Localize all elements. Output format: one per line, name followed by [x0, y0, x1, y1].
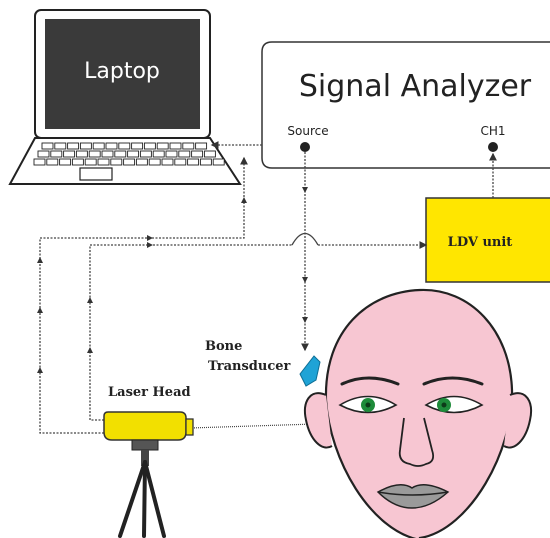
laser-head-lens	[185, 418, 194, 436]
keyboard-key	[54, 142, 67, 150]
laser-head-label: Laser Head	[108, 385, 191, 400]
keyboard-key	[127, 150, 140, 158]
wire-arrow	[147, 235, 153, 241]
keyboard-key	[67, 142, 80, 150]
keyboard-key	[50, 150, 63, 158]
keyboard-key	[143, 142, 156, 150]
right-pupil	[441, 402, 447, 408]
laptop-touchpad	[79, 167, 113, 181]
keyboard-key	[84, 158, 97, 166]
laptop-screen	[45, 19, 200, 129]
wire-laser-junction	[89, 244, 292, 421]
wire-arrow	[37, 307, 43, 313]
keyboard-key	[195, 142, 208, 150]
keyboard-key	[63, 150, 76, 158]
wire-arrow	[37, 257, 43, 263]
keyboard-key	[135, 158, 148, 166]
keyboard-key	[203, 150, 216, 158]
source-port	[300, 142, 310, 152]
wire-arrow	[241, 197, 247, 203]
left-eyebrow	[340, 376, 400, 386]
keyboard-key	[123, 158, 136, 166]
analyzer-title: Signal Analyzer	[299, 69, 532, 104]
ch1-port-label: CH1	[480, 124, 505, 138]
keyboard-key	[187, 158, 200, 166]
keyboard-key	[156, 142, 169, 150]
wire-laser-laptop	[39, 156, 248, 434]
wire-arrow	[147, 242, 153, 248]
keyboard-key	[212, 158, 225, 166]
left-ear	[304, 392, 333, 449]
nose	[398, 417, 435, 467]
keyboard-key	[88, 150, 101, 158]
keyboard-key	[169, 142, 182, 150]
keyboard-key	[191, 150, 204, 158]
wire-arrow	[37, 367, 43, 373]
keyboard-key	[101, 150, 114, 158]
laser-head: Laser Head	[103, 385, 194, 538]
wire-arrow	[302, 187, 308, 193]
keyboard-key	[182, 142, 195, 150]
keyboard-key	[148, 158, 161, 166]
keyboard-key	[165, 150, 178, 158]
keyboard-key	[41, 142, 54, 150]
keyboard-key	[161, 158, 174, 166]
right-ear	[503, 392, 532, 449]
laptop-keyboard	[33, 142, 225, 166]
left-pupil	[365, 402, 371, 408]
laptop-label: Laptop	[84, 59, 160, 84]
tripod-mount	[131, 439, 159, 451]
bone-transducer-label-line1: Bone	[205, 339, 242, 354]
keyboard-key	[199, 158, 212, 166]
mouth-line	[377, 491, 449, 496]
keyboard-key	[59, 158, 72, 166]
keyboard-key	[110, 158, 123, 166]
keyboard-key	[97, 158, 110, 166]
laser-head-body	[103, 411, 187, 441]
analyzer-box	[261, 41, 550, 169]
keyboard-key	[79, 142, 92, 150]
right-eyebrow	[422, 376, 484, 386]
tripod-stem	[141, 450, 149, 466]
keyboard-key	[131, 142, 144, 150]
keyboard-key	[178, 150, 191, 158]
wire-arrow	[87, 347, 93, 353]
face	[304, 288, 532, 538]
keyboard-key	[46, 158, 59, 166]
bone-transducer-label-line2: Transducer	[208, 359, 290, 374]
keyboard-key	[71, 158, 84, 166]
source-port-label: Source	[287, 124, 328, 138]
face-outline	[324, 288, 514, 538]
ch1-port	[488, 142, 498, 152]
wire-arrow	[302, 277, 308, 283]
keyboard-key	[92, 142, 105, 150]
laptop: Laptop	[8, 9, 242, 185]
keyboard-key	[174, 158, 187, 166]
wire-arrow-ticks	[37, 187, 308, 373]
bone-transducer-device	[299, 355, 321, 387]
keyboard-key	[105, 142, 118, 150]
keyboard-key	[37, 150, 50, 158]
keyboard-key	[114, 150, 127, 158]
signal-analyzer: Signal Analyzer Source CH1	[261, 41, 550, 169]
keyboard-key	[139, 150, 152, 158]
wire-crossover	[291, 232, 319, 246]
bone-transducer: Bone Transducer	[205, 339, 321, 387]
keyboard-key	[118, 142, 131, 150]
tripod-legs	[118, 460, 166, 538]
laser-beam	[189, 423, 316, 429]
ldv-unit: LDV unit	[425, 197, 550, 283]
keyboard-key	[75, 150, 88, 158]
keyboard-key	[33, 158, 46, 166]
ldv-label: LDV unit	[448, 235, 513, 250]
wire-arrow	[302, 317, 308, 323]
keyboard-key	[152, 150, 165, 158]
wire-arrow	[87, 297, 93, 303]
ldv-box	[425, 197, 550, 283]
